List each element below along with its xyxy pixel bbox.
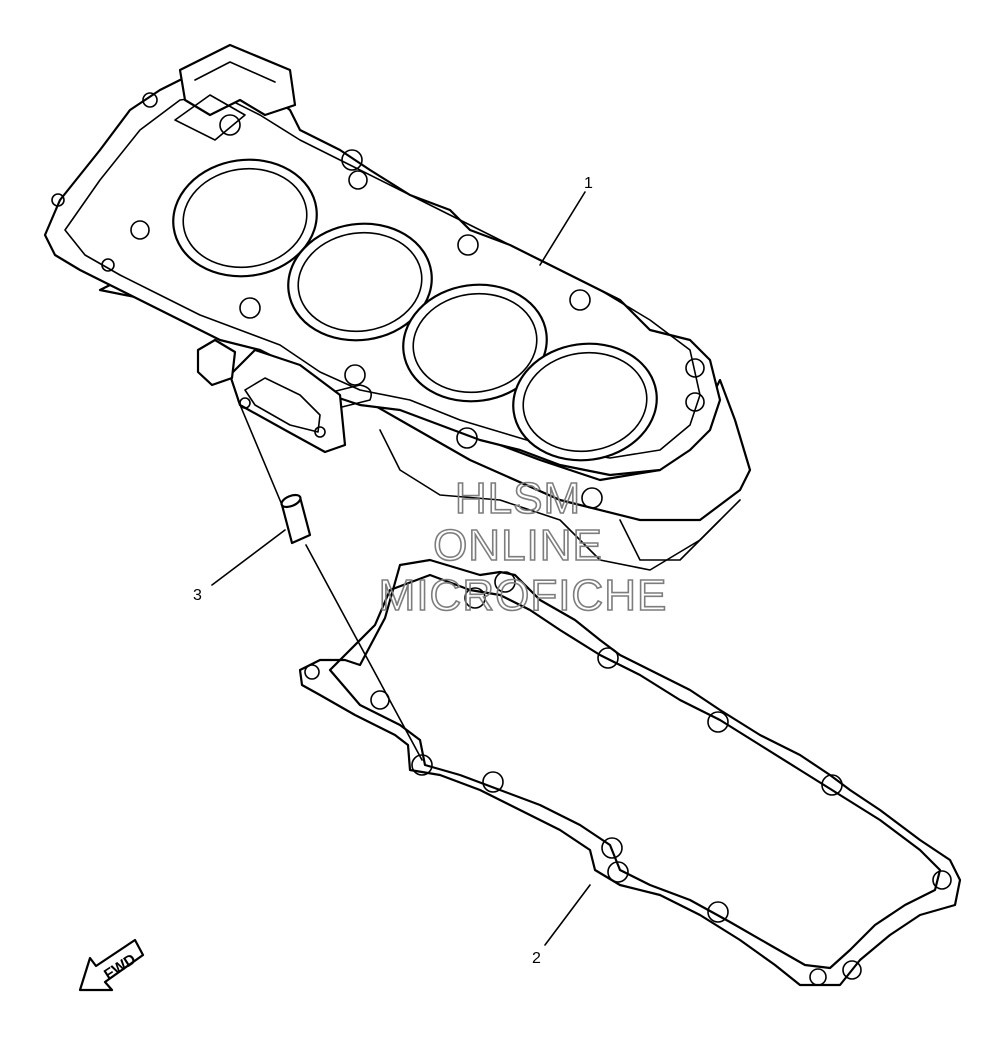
callout-label-1: 1 xyxy=(584,175,593,192)
callout-label-2: 2 xyxy=(532,950,541,967)
cylinder-base-gasket xyxy=(298,558,962,987)
dowel-pin xyxy=(280,493,312,545)
alignment-line-lower xyxy=(305,544,423,761)
leader-line-2 xyxy=(544,884,591,946)
callout-label-3: 3 xyxy=(193,587,202,604)
watermark-line-3: MICROFICHE xyxy=(379,571,668,620)
cylinder-block xyxy=(43,43,752,571)
watermark-line-2: ONLINE xyxy=(433,521,603,570)
leader-line-1 xyxy=(539,191,586,266)
watermark-line-1: HLSM xyxy=(455,474,581,523)
leader-line-3 xyxy=(211,529,286,586)
fwd-arrow-icon: FWD xyxy=(78,938,145,992)
alignment-line-upper xyxy=(237,399,283,506)
